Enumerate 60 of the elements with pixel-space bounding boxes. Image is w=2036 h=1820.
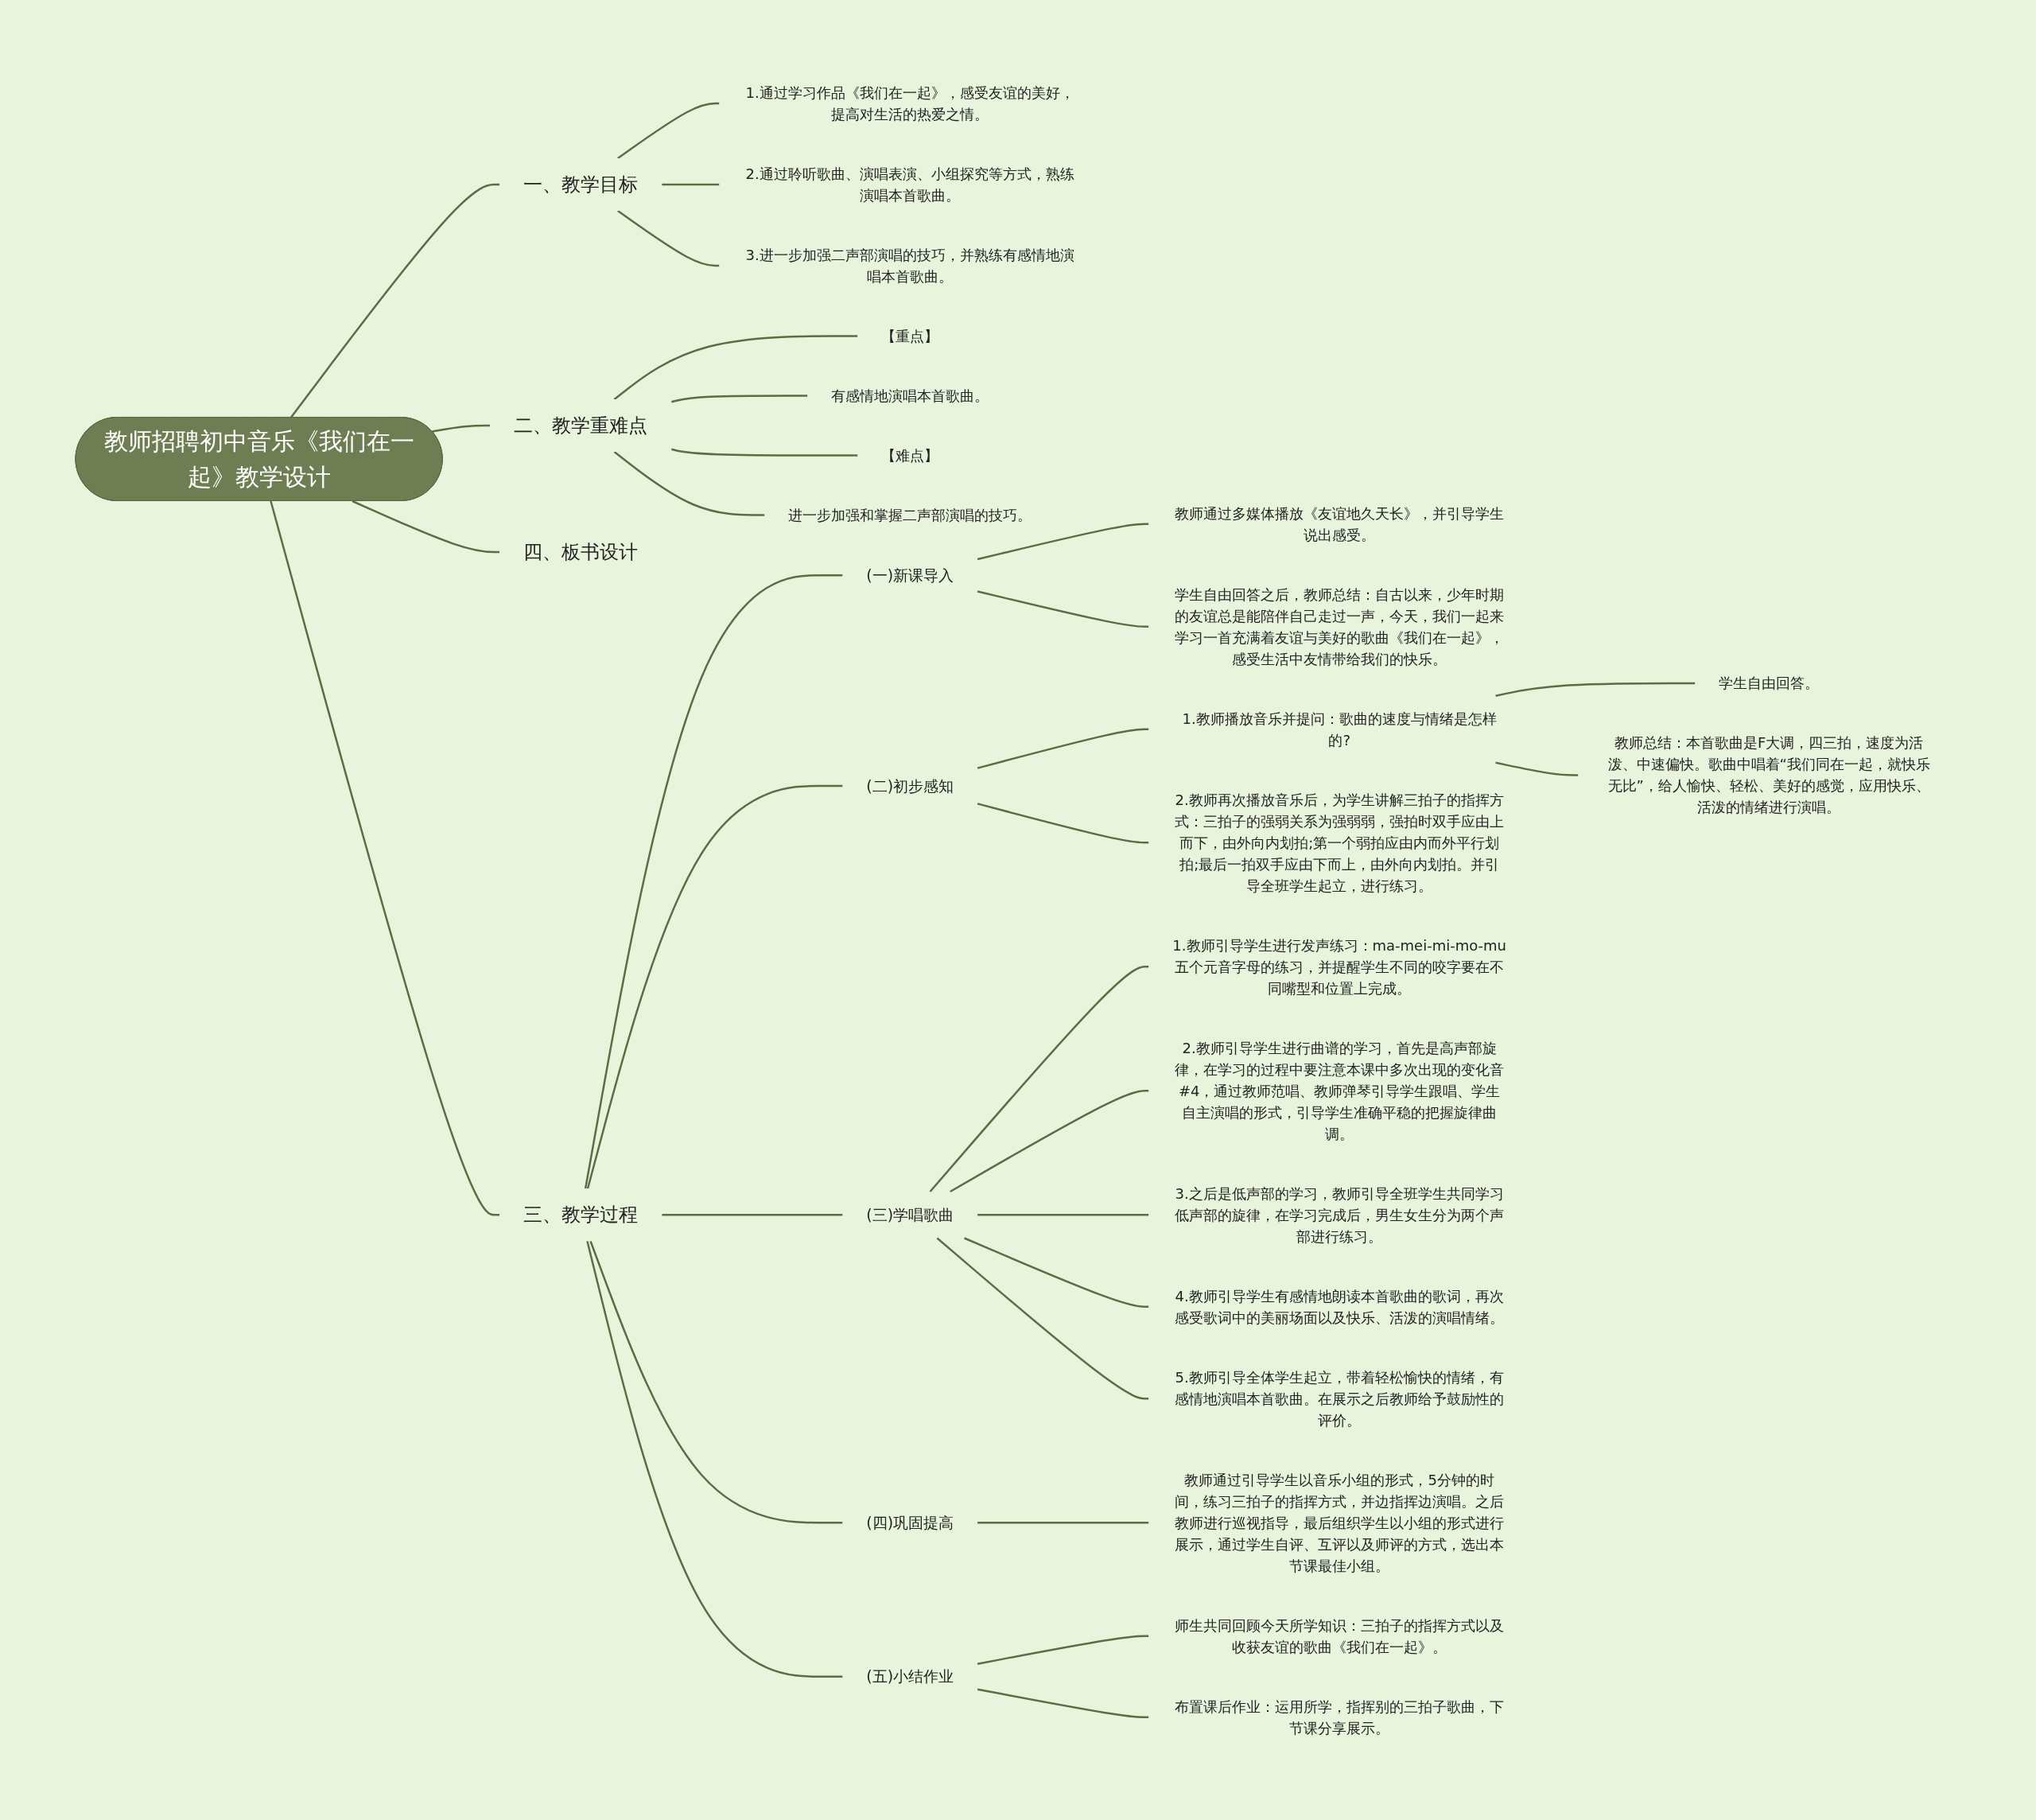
connector <box>1495 682 1696 697</box>
connector <box>270 500 500 1216</box>
node-text: 1.教师引导学生进行发声练习：ma-mei-mi-mo-mu五个元音字母的练习，并提醒学生不同的咬字要在不同嘴型和位置上完成。 <box>1172 936 1507 997</box>
node-text: 有感情地演唱本首歌曲。 <box>831 387 989 404</box>
node-text: 学生自由回答。 <box>1719 675 1820 692</box>
node-text: (三)学唱歌曲 <box>866 1205 954 1223</box>
node-text: (二)初步感知 <box>866 776 954 795</box>
node-text: (四)巩固提高 <box>866 1513 954 1531</box>
connector <box>290 183 500 418</box>
node-text: 教师总结：本首歌曲是F大调，四三拍，速度为活泼、中速偏快。歌曲中唱着“我们同在一起，就快乐无比”，给人愉快、轻松、美好的感觉，应用快乐、活泼的情绪进行演唱。 <box>1607 734 1931 816</box>
connector <box>617 102 720 159</box>
node-text: 5.教师引导全体学生起立，带着轻松愉快的情绪，有感情地演唱本首歌曲。在展示之后教师给予鼓励性的评价。 <box>1175 1368 1505 1429</box>
connector <box>929 965 1149 1192</box>
connector <box>1495 761 1579 776</box>
connector <box>614 450 765 516</box>
connector <box>671 394 808 403</box>
node-text: 4.教师引导学生有感情地朗读本首歌曲的歌词，再次感受歌词中的美丽场面以及快乐、活泼的演唱情绪。 <box>1175 1287 1505 1326</box>
connector <box>352 500 500 553</box>
node-text: 2.教师引导学生进行曲谱的学习，首先是高声部旋律，在学习的过程中要注意本课中多次出现的变化音#4，通过教师范唱、教师弹琴引导学生跟唱、学生自主演唱的形式，引导学生准确平稳的把握旋律曲调。 <box>1175 1039 1505 1142</box>
connector <box>586 1240 843 1678</box>
node-text: 三、教学过程 <box>523 1203 639 1226</box>
node-text: 【难点】 <box>881 446 939 464</box>
connector <box>617 209 720 266</box>
connector <box>585 574 843 1189</box>
connector <box>977 1213 1149 1216</box>
connector <box>614 334 858 400</box>
connector <box>662 183 720 185</box>
connector <box>662 1213 843 1216</box>
connector <box>977 1635 1149 1665</box>
node-text: 3.进一步加强二声部演唱的技巧，并熟练有感情地演唱本首歌曲。 <box>746 246 1075 285</box>
node-text: 2.教师再次播放音乐后，为学生讲解三拍子的指挥方式：三拍子的强弱关系为强弱弱，强拍时双手应由上而下，由外向内划拍;第一个弱拍应由内而外平行划拍;最后一拍双手应由下而上，由外向内划拍。并引导全班学生起立，进行练习。 <box>1175 791 1505 894</box>
connector <box>977 1688 1149 1718</box>
node-text: 1.教师播放音乐并提问：歌曲的速度与情绪是怎样的? <box>1183 710 1498 749</box>
connector <box>977 589 1149 628</box>
connector <box>977 1521 1149 1524</box>
node-text: (五)小结作业 <box>866 1667 954 1686</box>
node-text: (一)新课导入 <box>866 566 954 584</box>
connector <box>977 728 1149 769</box>
node-text: 教师通过多媒体播放《友谊地久天长》，并引导学生说出感受。 <box>1175 504 1505 543</box>
node-text: 进一步加强和掌握二声部演唱的技巧。 <box>788 506 1032 523</box>
connector <box>589 1240 843 1524</box>
node-text: 师生共同回顾今天所学知识：三拍子的指挥方式以及收获友谊的歌曲《我们在一起》。 <box>1175 1616 1505 1655</box>
connector <box>587 784 843 1189</box>
connector <box>964 1236 1149 1308</box>
node-text: 布置课后作业：运用所学，指挥别的三拍子歌曲，下节课分享展示。 <box>1175 1698 1505 1736</box>
connector <box>936 1237 1149 1400</box>
node-text: 四、板书设计 <box>523 540 639 563</box>
node-text: 二、教学重难点 <box>514 414 648 437</box>
connector <box>950 1089 1149 1192</box>
node-text: 一、教学目标 <box>523 173 639 196</box>
node-text: 学生自由回答之后，教师总结：自古以来，少年时期的友谊总是能陪伴自己走过一声，今天，我们一起来学习一首充满着友谊与美好的歌曲《我们在一起》，感受生活中友情带给我们的快乐。 <box>1175 585 1505 667</box>
node-text: 2.通过聆听歌曲、演唱表演、小组探究等方式，熟练演唱本首歌曲。 <box>746 165 1075 204</box>
connector <box>432 424 491 433</box>
node-text: 1.通过学习作品《我们在一起》，感受友谊的美好，提高对生活的热爱之情。 <box>746 84 1075 122</box>
connector <box>977 802 1149 844</box>
connector <box>671 448 858 457</box>
connector <box>977 523 1149 560</box>
node-text: 3.之后是低声部的学习，教师引导全班学生共同学习低声部的旋律，在学习完成后，男生女生分为两个声部进行练习。 <box>1175 1184 1505 1245</box>
node-text: 教师通过引导学生以音乐小组的形式，5分钟的时间，练习三拍子的指挥方式，并边指挥边演唱。之后教师进行巡视指导，最后组织学生以小组的形式进行展示，通过学生自评、互评以及师评的方式，选出本节课最佳小组。 <box>1175 1471 1505 1574</box>
node-text: 【重点】 <box>881 327 939 344</box>
